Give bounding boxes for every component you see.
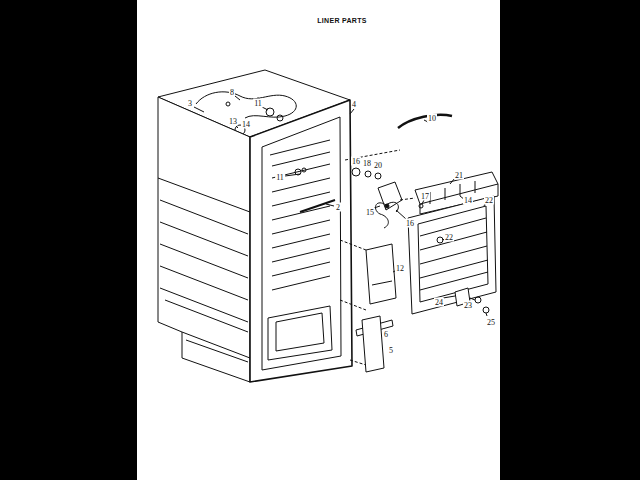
callout-number: 14 xyxy=(241,120,251,129)
callout-number: 2 xyxy=(335,203,341,212)
callout-number: 17 xyxy=(420,192,430,201)
callout-number: 5 xyxy=(388,346,394,355)
callout-number: 23 xyxy=(463,301,473,310)
callout-number: 20 xyxy=(373,161,383,170)
callout-number: 24 xyxy=(434,298,444,307)
callout-number: 15 xyxy=(365,208,375,217)
callout-number: 16 xyxy=(405,219,415,228)
callout-number: 3 xyxy=(187,99,193,108)
callout-number: 22 xyxy=(444,233,454,242)
callout-number: 12 xyxy=(395,264,405,273)
callout-number: 8 xyxy=(229,88,235,97)
callout-number: 18 xyxy=(362,159,372,168)
callout-number: 4 xyxy=(351,100,357,109)
callout-number: 11 xyxy=(253,99,263,108)
callout-number: 21 xyxy=(454,171,464,180)
callout-number: 16 xyxy=(351,157,361,166)
callout-number: 22 xyxy=(484,196,494,205)
diagram-title: LINER PARTS xyxy=(316,16,367,25)
callout-number: 11 xyxy=(275,173,285,182)
callout-number: 14 xyxy=(463,196,473,205)
callout-number: 10 xyxy=(427,114,437,123)
callout-number: 6 xyxy=(383,330,389,339)
callout-number: 25 xyxy=(486,318,496,327)
callout-number: 13 xyxy=(228,117,238,126)
